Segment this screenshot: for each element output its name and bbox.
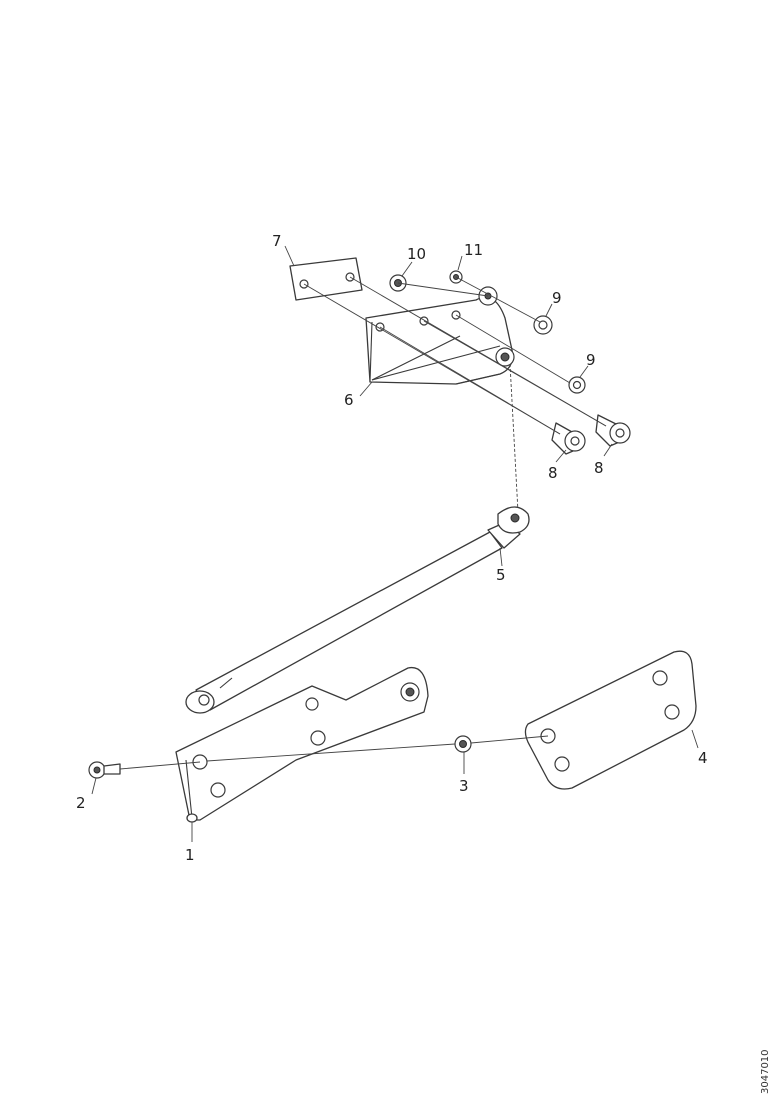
callout-4: 4: [698, 749, 708, 767]
figure-code: 3047010: [760, 1049, 771, 1094]
leader-lines-lower: [119, 735, 549, 770]
leader-lines-upper: [303, 276, 607, 513]
callout-8-left: 8: [548, 464, 558, 482]
part-8-bolt-left: [551, 422, 586, 455]
part-9-washer-lower: [568, 376, 586, 394]
callout-1: 1: [185, 846, 195, 864]
part-4-plate: [524, 650, 697, 790]
part-9-washer-upper: [533, 315, 553, 335]
callout-9-lower: 9: [586, 351, 596, 369]
callout-3: 3: [459, 777, 469, 795]
callout-2: 2: [76, 794, 86, 812]
part-7-small-plate: [289, 257, 363, 301]
part-2-bolt: [88, 761, 121, 779]
callout-5: 5: [496, 566, 506, 584]
callout-10: 10: [407, 245, 426, 263]
callout-7: 7: [272, 232, 282, 250]
part-6-mounting-bracket: [365, 286, 515, 385]
part-5-gas-strut: [185, 506, 530, 714]
callout-8-right: 8: [594, 459, 604, 477]
callout-6: 6: [344, 391, 354, 409]
callout-11: 11: [464, 241, 483, 259]
part-3-nut: [454, 735, 472, 753]
callout-labels: 7 10 11 9 9 6 8 8 5 3 2 1 4: [76, 232, 708, 864]
part-8-bolt-right: [595, 414, 631, 447]
callout-9-upper: 9: [552, 289, 562, 307]
